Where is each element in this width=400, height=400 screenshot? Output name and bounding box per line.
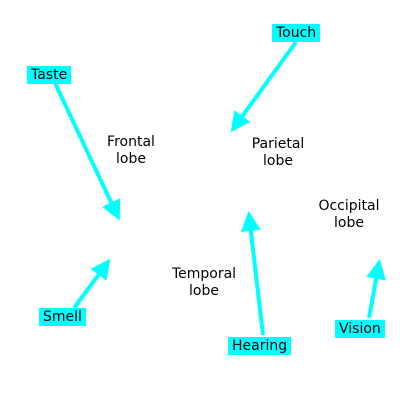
hearing-label: Hearing xyxy=(228,337,292,355)
occipital-lobe-label: Occipital lobe xyxy=(318,198,380,231)
smell-arrow xyxy=(72,258,111,310)
parietal-lobe-label: Parietal lobe xyxy=(251,136,305,169)
taste-label: Taste xyxy=(27,66,72,84)
touch-arrow xyxy=(230,40,298,133)
vision-arrow xyxy=(366,259,386,319)
taste-arrow xyxy=(53,82,121,221)
smell-label: Smell xyxy=(39,308,86,326)
frontal-lobe-label: Frontal lobe xyxy=(107,134,155,167)
vision-label: Vision xyxy=(335,320,385,338)
touch-label: Touch xyxy=(272,24,321,42)
temporal-lobe-label: Temporal lobe xyxy=(171,266,237,299)
hearing-arrow xyxy=(240,211,265,336)
